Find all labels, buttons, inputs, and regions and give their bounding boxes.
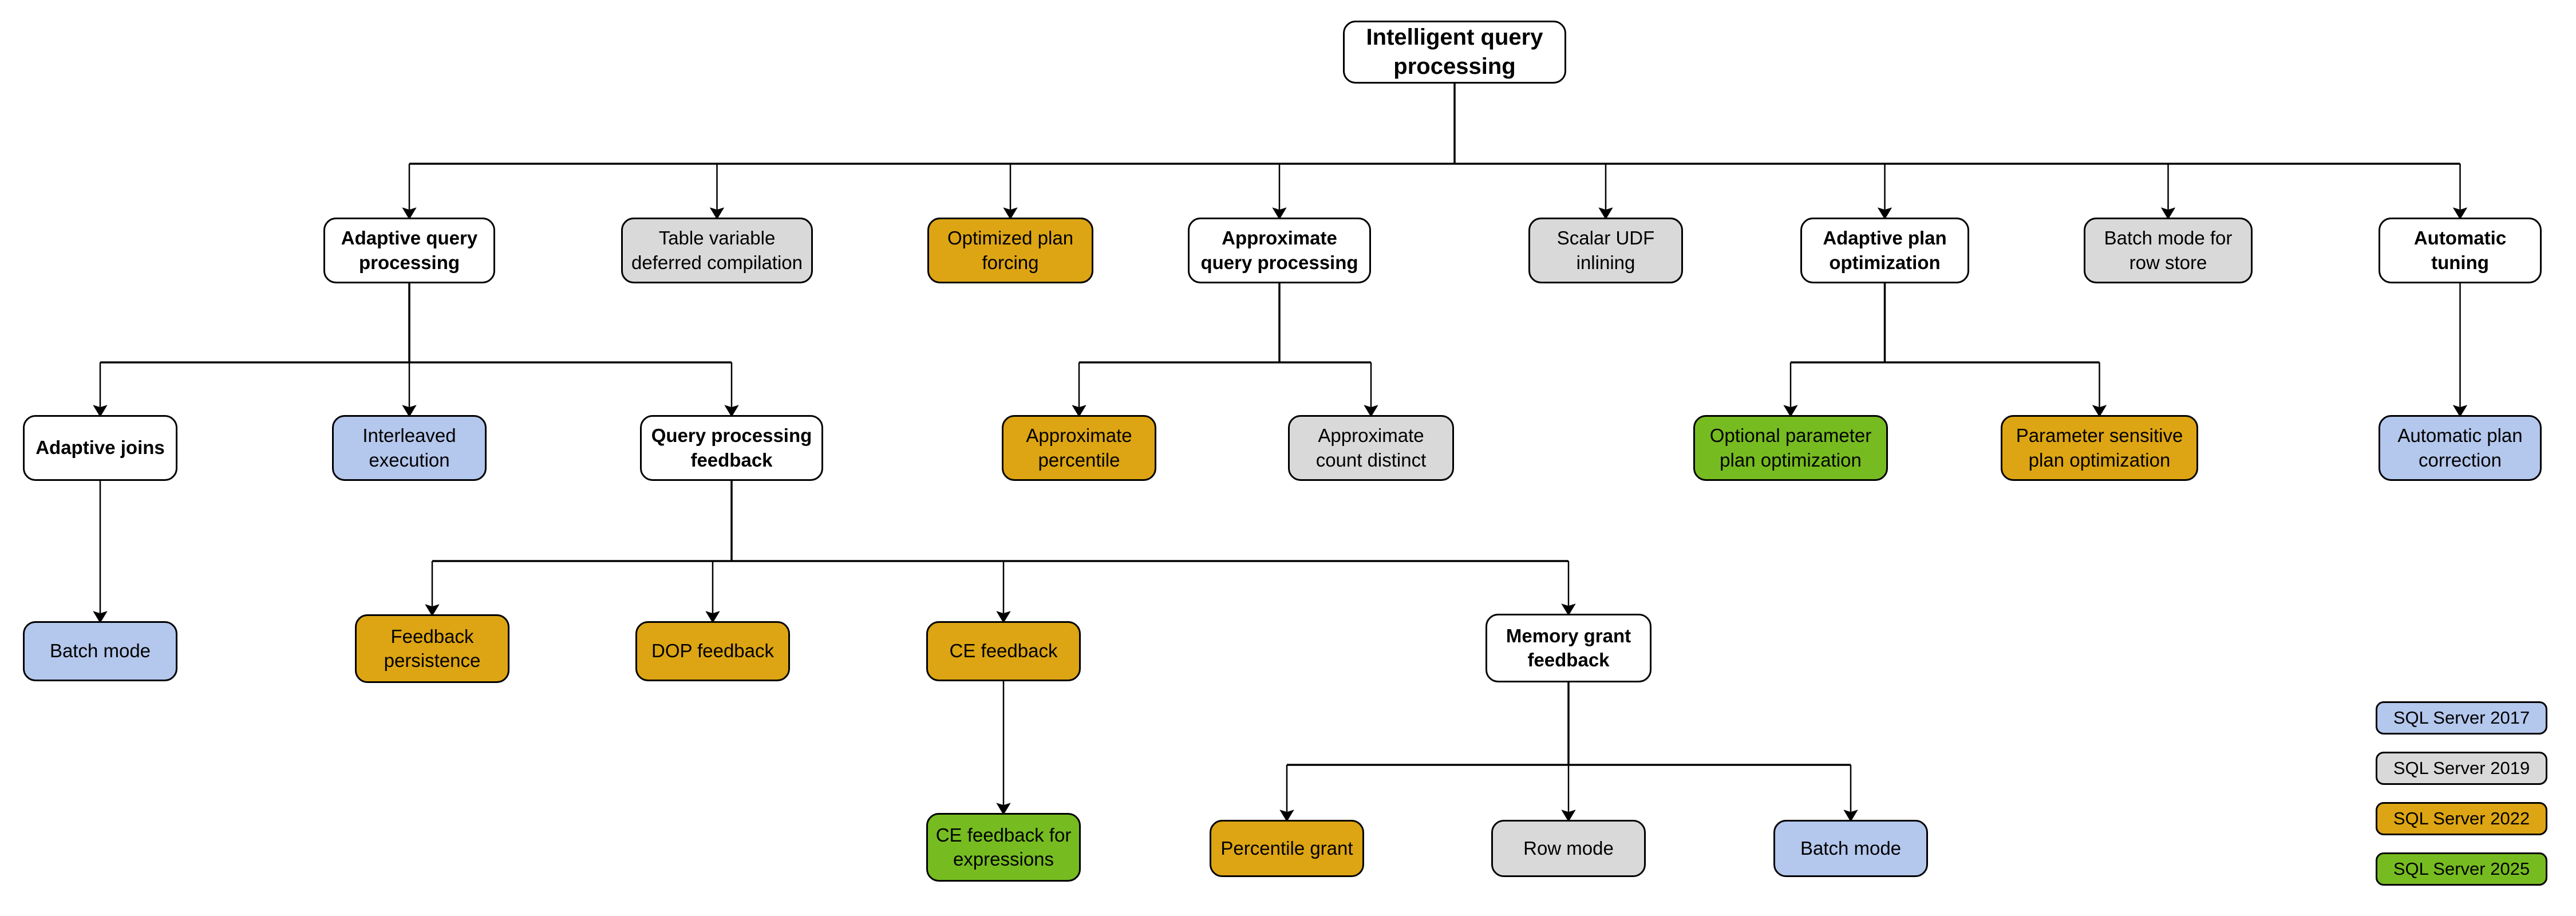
node-label: Approximate count distinct xyxy=(1315,425,1427,471)
node-label: Adaptive query processing xyxy=(341,227,478,273)
legend-label: SQL Server 2019 xyxy=(2393,758,2530,778)
node-label: Percentile grant xyxy=(1220,837,1353,859)
node-label: Adaptive joins xyxy=(35,437,165,459)
node-percentile-grant[interactable]: Percentile grant xyxy=(1210,820,1364,877)
node-query-processing-feedback[interactable]: Query processing feedback xyxy=(640,415,823,481)
node-dop-feedback[interactable]: DOP feedback xyxy=(635,621,790,681)
legend-sql-server-2022: SQL Server 2022 xyxy=(2376,802,2547,835)
node-label: Adaptive plan optimization xyxy=(1823,227,1947,273)
node-label: Batch mode xyxy=(1800,837,1902,859)
node-batch-mode-adaptive-joins[interactable]: Batch mode xyxy=(23,621,177,681)
node-label: Feedback persistence xyxy=(384,625,481,671)
node-label: Interleaved execution xyxy=(362,425,456,471)
node-label: Memory grant feedback xyxy=(1506,625,1631,670)
node-automatic-tuning[interactable]: Automatic tuning xyxy=(2379,218,2542,283)
node-adaptive-query-processing[interactable]: Adaptive query processing xyxy=(323,218,495,283)
node-approximate-query-processing[interactable]: Approximate query processing xyxy=(1188,218,1371,283)
node-label: Approximate percentile xyxy=(1026,425,1132,471)
node-label: CE feedback for expressions xyxy=(935,824,1072,870)
legend-sql-server-2017: SQL Server 2017 xyxy=(2376,701,2547,735)
node-ce-feedback[interactable]: CE feedback xyxy=(926,621,1081,681)
node-optional-parameter-plan-optimization[interactable]: Optional parameter plan optimization xyxy=(1693,415,1888,481)
node-adaptive-joins[interactable]: Adaptive joins xyxy=(23,415,177,481)
node-label: Intelligent query processing xyxy=(1366,24,1543,79)
node-automatic-plan-correction[interactable]: Automatic plan correction xyxy=(2379,415,2542,481)
node-row-mode[interactable]: Row mode xyxy=(1491,820,1646,877)
node-label: Query processing feedback xyxy=(651,425,812,471)
node-batch-mode-for-row-store[interactable]: Batch mode for row store xyxy=(2084,218,2253,283)
node-optimized-plan-forcing[interactable]: Optimized plan forcing xyxy=(927,218,1093,283)
node-label: Table variable deferred compilation xyxy=(631,227,803,273)
node-adaptive-plan-optimization[interactable]: Adaptive plan optimization xyxy=(1800,218,1969,283)
node-batch-mode-memory-grant[interactable]: Batch mode xyxy=(1773,820,1928,877)
node-interleaved-execution[interactable]: Interleaved execution xyxy=(332,415,487,481)
legend-sql-server-2025: SQL Server 2025 xyxy=(2376,852,2547,886)
node-label: Scalar UDF inlining xyxy=(1556,227,1655,273)
node-label: Batch mode xyxy=(49,640,151,662)
node-approximate-percentile[interactable]: Approximate percentile xyxy=(1002,415,1156,481)
node-label: Automatic plan correction xyxy=(2397,425,2523,471)
node-table-variable-deferred-compilation[interactable]: Table variable deferred compilation xyxy=(621,218,813,283)
node-label: CE feedback xyxy=(949,640,1058,662)
legend-label: SQL Server 2022 xyxy=(2393,808,2530,828)
node-label: Row mode xyxy=(1523,837,1614,859)
node-label: Parameter sensitive plan optimization xyxy=(2016,425,2183,471)
node-label: Approximate query processing xyxy=(1200,227,1358,273)
legend-label: SQL Server 2017 xyxy=(2393,708,2530,728)
node-label: Automatic tuning xyxy=(2413,227,2507,273)
node-root[interactable]: Intelligent query processing xyxy=(1343,21,1566,84)
node-memory-grant-feedback[interactable]: Memory grant feedback xyxy=(1485,614,1652,682)
node-approximate-count-distinct[interactable]: Approximate count distinct xyxy=(1288,415,1454,481)
node-label: Optional parameter plan optimization xyxy=(1709,425,1872,471)
node-ce-feedback-for-expressions[interactable]: CE feedback for expressions xyxy=(926,813,1081,882)
node-label: Optimized plan forcing xyxy=(947,227,1074,273)
node-feedback-persistence[interactable]: Feedback persistence xyxy=(355,614,509,683)
node-label: Batch mode for row store xyxy=(2104,227,2233,273)
node-label: DOP feedback xyxy=(651,640,775,662)
legend-label: SQL Server 2025 xyxy=(2393,859,2530,879)
node-scalar-udf-inlining[interactable]: Scalar UDF inlining xyxy=(1528,218,1683,283)
node-parameter-sensitive-plan-optimization[interactable]: Parameter sensitive plan optimization xyxy=(2001,415,2198,481)
legend-sql-server-2019: SQL Server 2019 xyxy=(2376,752,2547,785)
